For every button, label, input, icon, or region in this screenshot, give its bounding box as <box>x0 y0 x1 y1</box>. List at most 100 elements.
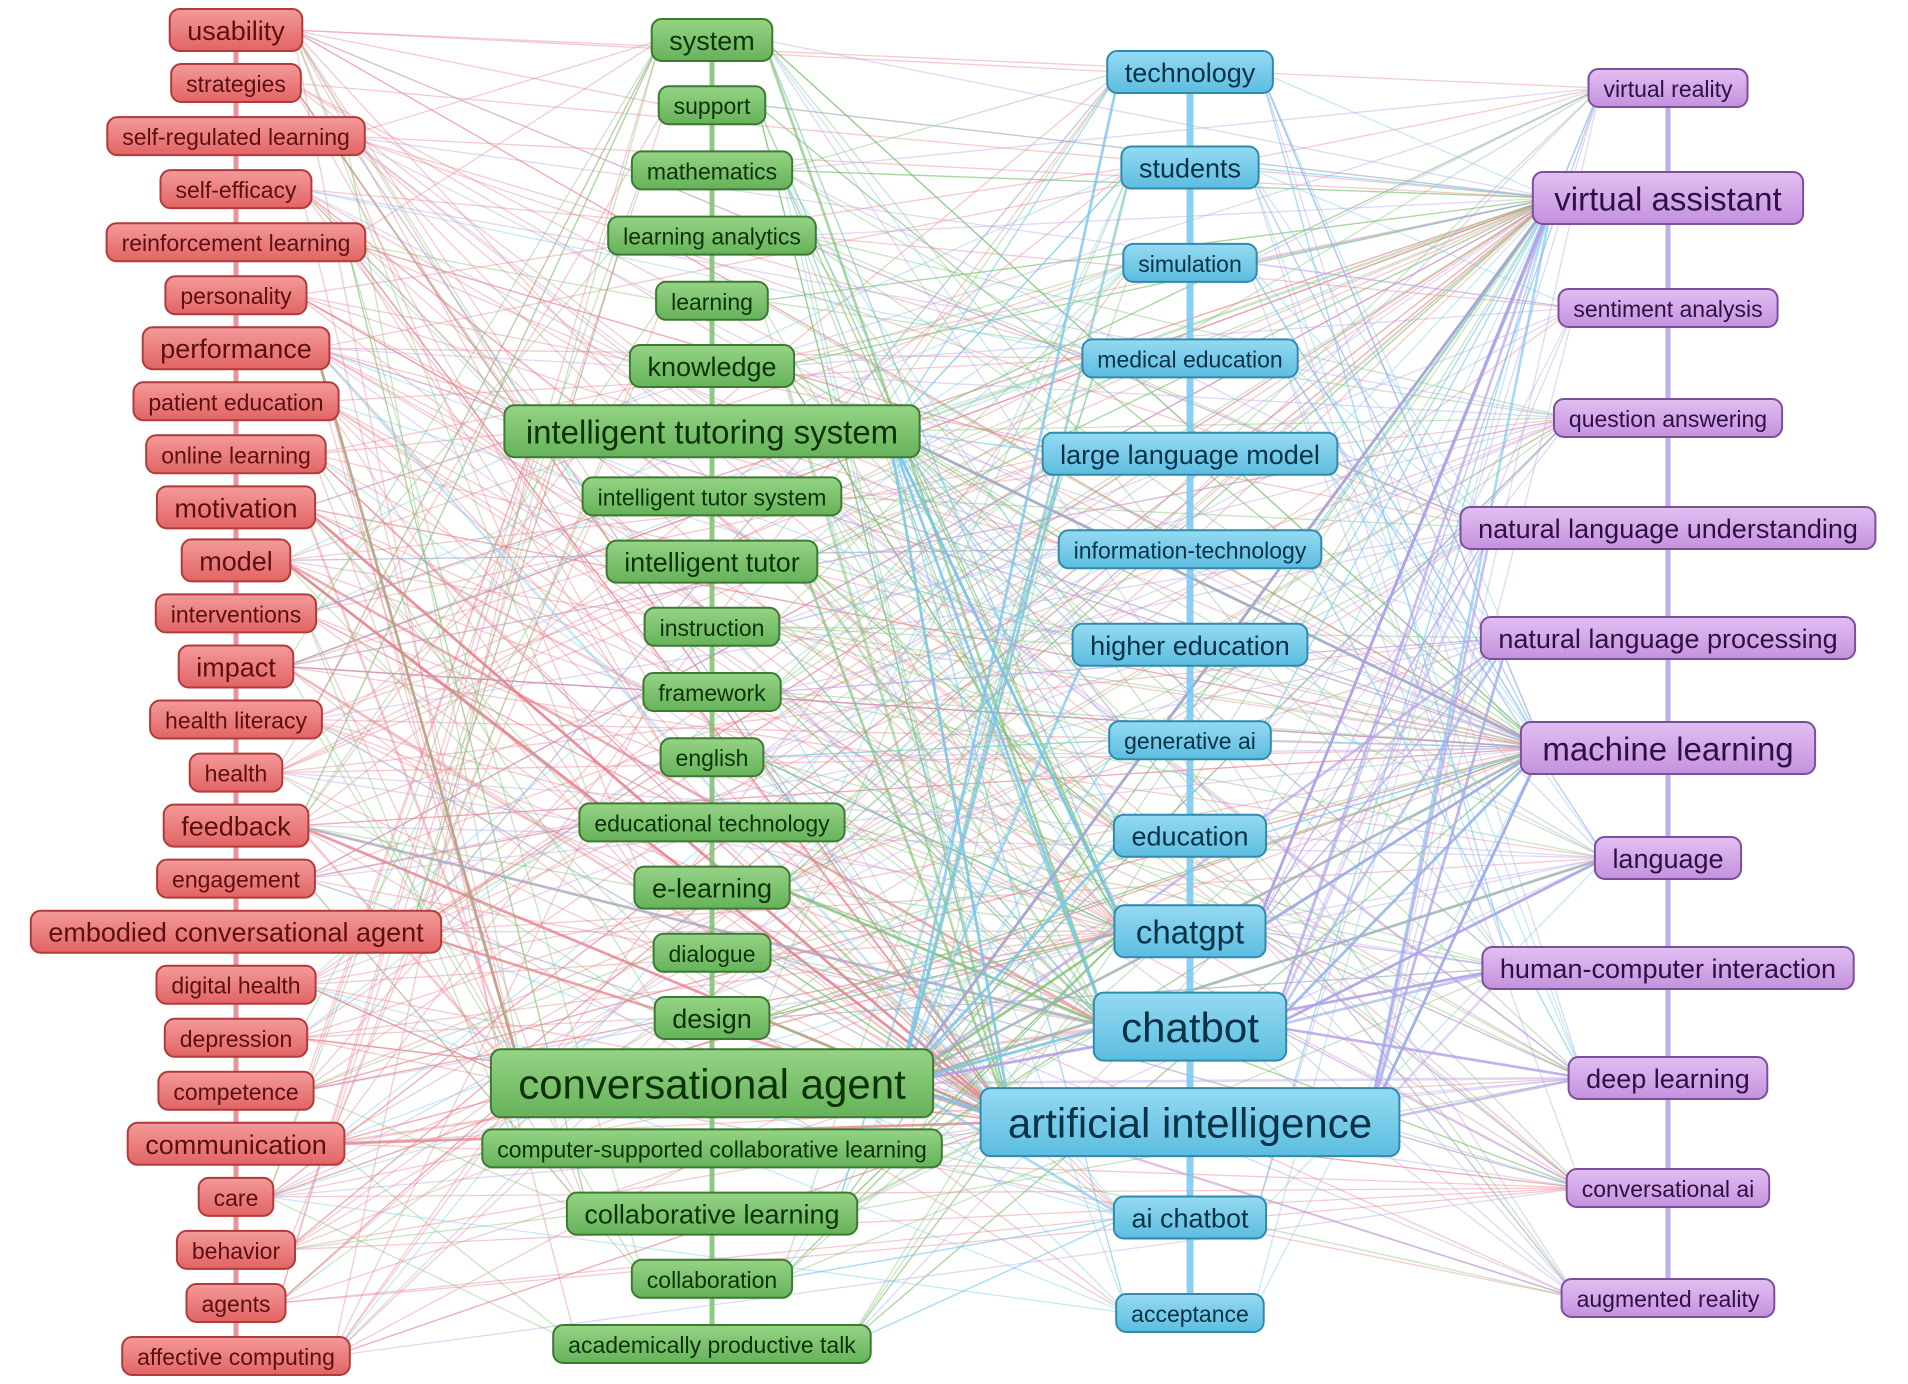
link-line <box>800 234 1572 419</box>
keyword-node[interactable]: virtual reality <box>1587 68 1749 108</box>
keyword-node[interactable]: model <box>180 538 292 583</box>
keyword-node[interactable]: competence <box>157 1070 315 1111</box>
keyword-node[interactable]: usability <box>168 8 304 52</box>
keyword-node[interactable]: support <box>657 85 767 126</box>
keyword-node[interactable]: simulation <box>1122 242 1258 283</box>
keyword-node[interactable]: conversational ai <box>1565 1168 1771 1208</box>
node-box <box>126 1121 346 1166</box>
keyword-node[interactable]: health <box>188 752 284 793</box>
keyword-node[interactable]: artificial intelligence <box>979 1087 1401 1158</box>
keyword-node[interactable]: educational technology <box>578 802 846 843</box>
link-line <box>887 430 1014 1123</box>
node-box <box>1459 506 1877 550</box>
keyword-node[interactable]: engagement <box>156 858 316 899</box>
link-line <box>1271 1025 1584 1080</box>
keyword-node[interactable]: framework <box>642 672 782 712</box>
keyword-node[interactable]: embodied conversational agent <box>29 909 443 954</box>
link-line <box>888 262 1134 432</box>
keyword-node[interactable]: chatbot <box>1092 991 1288 1062</box>
keyword-node[interactable]: knowledge <box>628 344 796 388</box>
keyword-node[interactable]: personality <box>164 275 308 316</box>
keyword-node[interactable]: intelligent tutoring system <box>503 404 921 459</box>
keyword-node[interactable]: conversational agent <box>489 1048 935 1119</box>
keyword-node[interactable]: human-computer interaction <box>1481 946 1855 990</box>
keyword-node[interactable]: learning <box>655 280 769 321</box>
keyword-node[interactable]: reinforcement learning <box>105 222 367 263</box>
link-line <box>770 691 1544 749</box>
node-box <box>157 1070 315 1111</box>
link-line <box>779 170 1109 1027</box>
link-line <box>1252 197 1555 932</box>
link-line <box>332 691 655 1357</box>
keyword-node[interactable]: motivation <box>155 485 317 530</box>
keyword-node[interactable]: digital health <box>155 964 317 1005</box>
keyword-node[interactable]: academically productive talk <box>552 1324 872 1364</box>
keyword-node[interactable]: care <box>197 1176 275 1217</box>
keyword-node[interactable]: interventions <box>154 593 318 634</box>
keyword-node[interactable]: natural language understanding <box>1459 506 1877 550</box>
keyword-node[interactable]: strategies <box>170 63 302 103</box>
keyword-node[interactable]: students <box>1120 145 1260 190</box>
link-line <box>887 430 1110 1028</box>
keyword-node[interactable]: performance <box>141 326 331 371</box>
keyword-node[interactable]: impact <box>177 644 295 689</box>
keyword-node[interactable]: natural language processing <box>1479 616 1857 660</box>
keyword-node[interactable]: sentiment analysis <box>1557 288 1779 328</box>
link-line <box>887 430 1544 750</box>
keyword-node[interactable]: technology <box>1106 50 1274 94</box>
keyword-node[interactable]: acceptance <box>1115 1293 1265 1333</box>
keyword-node[interactable]: system <box>650 18 774 62</box>
link-line <box>779 1216 1126 1280</box>
keyword-node[interactable]: learning analytics <box>607 215 817 256</box>
keyword-node[interactable]: patient education <box>132 381 340 422</box>
keyword-node[interactable]: higher education <box>1071 622 1309 667</box>
keyword-node[interactable]: e-learning <box>633 865 791 910</box>
link-line <box>290 82 1013 1123</box>
keyword-node[interactable]: virtual assistant <box>1531 171 1805 225</box>
link-line <box>301 1090 589 1215</box>
link-line <box>1366 527 1493 1123</box>
keyword-node[interactable]: augmented reality <box>1560 1278 1776 1318</box>
link-line <box>308 718 1544 749</box>
keyword-node[interactable]: ai chatbot <box>1112 1195 1268 1240</box>
keyword-node[interactable]: dialogue <box>652 932 772 973</box>
keyword-node[interactable]: intelligent tutor system <box>581 476 843 517</box>
keyword-node[interactable]: self-efficacy <box>159 169 313 210</box>
keyword-node[interactable]: communication <box>126 1121 346 1166</box>
keyword-node[interactable]: self-regulated learning <box>106 116 366 157</box>
keyword-node[interactable]: machine learning <box>1519 721 1817 775</box>
keyword-node[interactable]: collaborative learning <box>565 1191 859 1236</box>
keyword-node[interactable]: affective computing <box>121 1336 351 1376</box>
keyword-node[interactable]: deep learning <box>1567 1056 1769 1100</box>
keyword-node[interactable]: generative ai <box>1108 720 1272 761</box>
keyword-node[interactable]: behavior <box>175 1229 296 1270</box>
keyword-node[interactable]: english <box>659 737 765 778</box>
keyword-node[interactable]: online learning <box>145 434 327 475</box>
keyword-node[interactable]: depression <box>163 1017 309 1058</box>
link-line <box>303 984 525 1084</box>
keyword-node[interactable]: design <box>653 996 771 1040</box>
keyword-node[interactable]: collaboration <box>630 1258 794 1299</box>
keyword-node[interactable]: mathematics <box>630 150 794 191</box>
keyword-node[interactable]: instruction <box>643 606 781 647</box>
link-line <box>1248 166 1554 199</box>
keyword-node[interactable]: intelligent tutor <box>605 539 819 584</box>
keyword-node[interactable]: agents <box>185 1283 287 1323</box>
link-line <box>888 196 1554 433</box>
link-line <box>301 747 1544 1092</box>
keyword-node[interactable]: health literacy <box>149 699 323 740</box>
keyword-node[interactable]: medical education <box>1081 338 1299 379</box>
keyword-node[interactable]: question answering <box>1553 398 1784 438</box>
link-line <box>887 430 1544 750</box>
keyword-node[interactable]: education <box>1112 813 1268 858</box>
keyword-node[interactable]: language <box>1593 836 1743 880</box>
node-label: artificial intelligence <box>1008 1100 1372 1147</box>
keyword-node[interactable]: computer-supported collaborative learnin… <box>481 1128 943 1169</box>
keyword-node[interactable]: chatgpt <box>1113 904 1267 959</box>
keyword-node[interactable]: information-technology <box>1057 529 1323 570</box>
keyword-node[interactable]: feedback <box>162 803 310 848</box>
node-box <box>1113 904 1267 959</box>
keyword-node[interactable]: large language model <box>1041 431 1339 476</box>
node-box <box>657 85 767 126</box>
link-line <box>1301 548 1607 859</box>
